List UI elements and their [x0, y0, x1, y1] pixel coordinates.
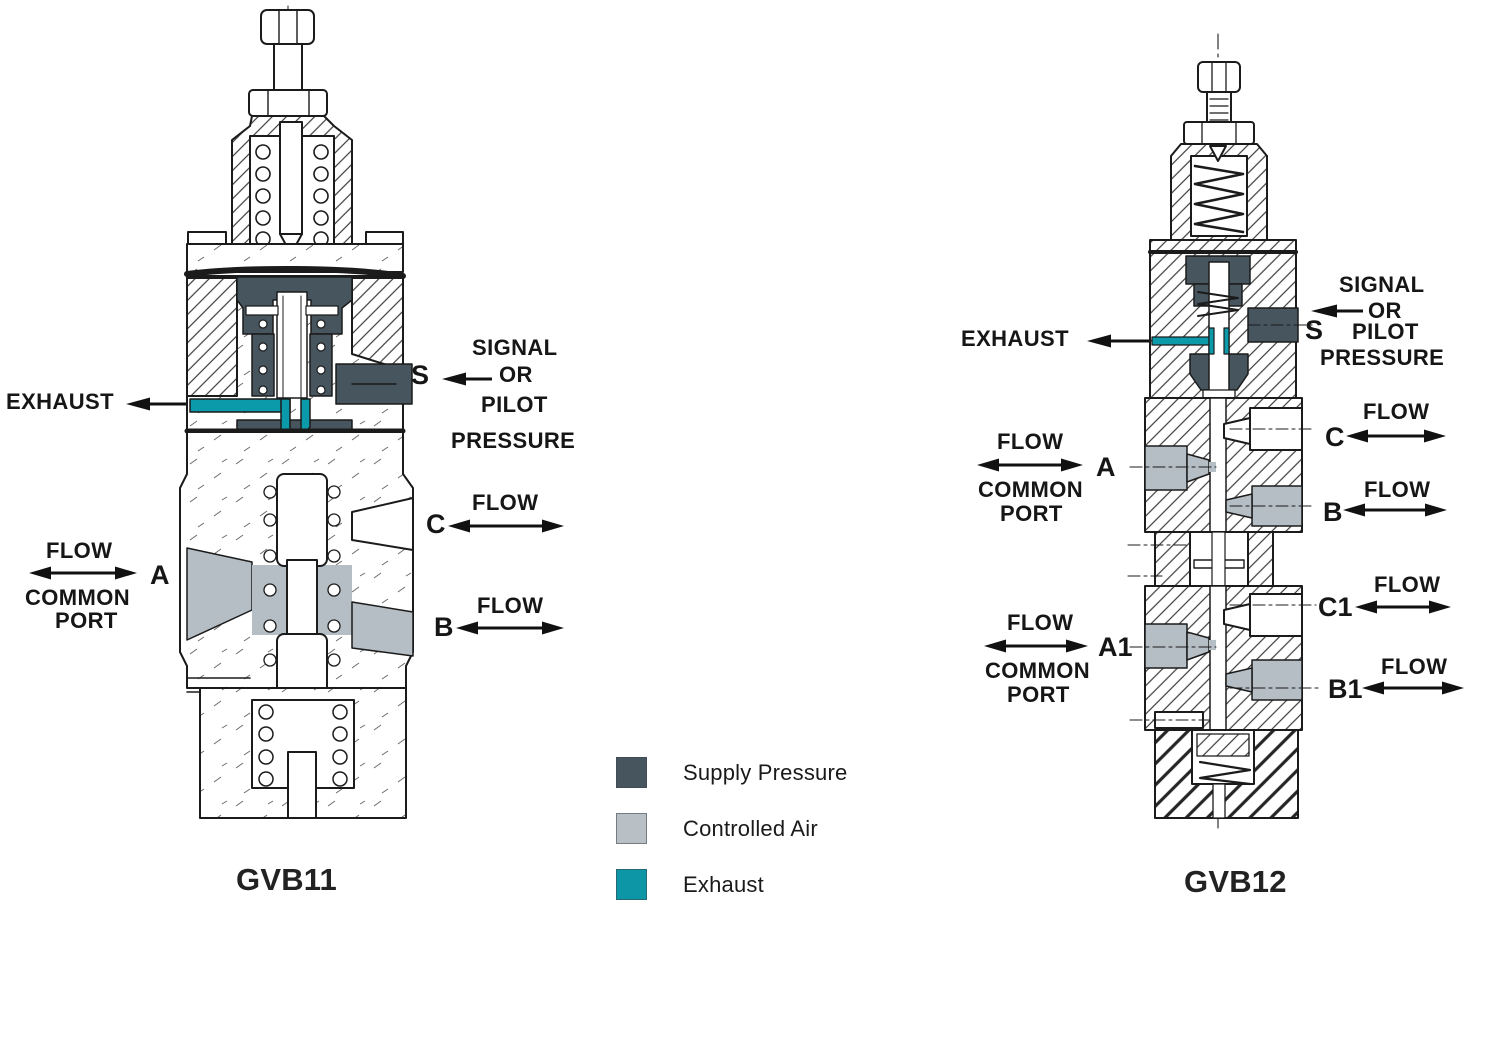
gvb12-signal-arrow	[1311, 304, 1363, 318]
gvb11-signal-arrow	[442, 372, 492, 386]
gvb11-signal-port-s: S	[411, 360, 430, 390]
exhaust-label: Exhaust	[683, 871, 764, 897]
gvb12-signal-line2: OR	[1368, 298, 1402, 323]
gvb12-exhaust-channel	[1151, 327, 1230, 355]
gvb12-drawing	[1127, 33, 1321, 829]
gvb12-port-b-letter: B	[1323, 497, 1343, 527]
gvb11-return-spring	[258, 704, 348, 787]
gvb12-common-a1-label: COMMON	[985, 658, 1091, 683]
gvb12-port-a-letter: A	[1096, 452, 1116, 482]
gvb12-title: GVB12	[1184, 864, 1287, 899]
gvb11-exhaust-channel	[189, 398, 311, 438]
gvb12-common-a-label: COMMON	[978, 477, 1084, 502]
gvb11-common-label: COMMON	[25, 585, 131, 610]
gvb11-flow-c-label: FLOW	[472, 490, 539, 515]
gvb11-exhaust-arrow	[126, 397, 186, 411]
gvb12-return-spring	[1198, 760, 1252, 786]
gvb12-signal-line3: PILOT	[1352, 319, 1419, 344]
gvb12-flow-c-label: FLOW	[1363, 399, 1430, 424]
gvb11-flow-b-label: FLOW	[477, 593, 544, 618]
gvb12-controlled-air-2	[1144, 623, 1303, 701]
legend-row-controlled-air: Controlled Air	[616, 813, 818, 844]
gvb12-common-a-port-label: PORT	[1000, 501, 1063, 526]
gvb12-port-c1-passage	[1223, 593, 1303, 637]
gvb11-adjusting-nut	[260, 9, 315, 45]
gvb12-port-b1-letter: B1	[1328, 674, 1363, 704]
gvb11-diaphragm-seam	[184, 265, 406, 279]
gvb12-port-c-letter: C	[1325, 422, 1345, 452]
gvb11-title: GVB11	[236, 862, 337, 897]
gvb12-flow-a-label: FLOW	[997, 429, 1064, 454]
gvb11-port-c-passage	[351, 497, 414, 551]
gvb12-exhaust-arrow	[1087, 334, 1149, 348]
gvb11-spool	[276, 473, 328, 697]
legend-row-supply: Supply Pressure	[616, 757, 847, 788]
gvb11-flow-a-arrow	[29, 566, 137, 580]
gvb11-signal-line1: SIGNAL	[472, 335, 558, 360]
gvb12-flow-c1-label: FLOW	[1374, 572, 1441, 597]
supply-pressure-swatch	[616, 757, 647, 788]
gvb12-main-spring	[1193, 164, 1245, 234]
gvb12-flow-b-arrow	[1343, 503, 1447, 517]
gvb11-exhaust-label: EXHAUST	[6, 389, 114, 414]
gvb12-signal-port-s: S	[1305, 315, 1324, 345]
controlled-air-swatch	[616, 813, 647, 844]
gvb12-flow-a1-label: FLOW	[1007, 610, 1074, 635]
gvb11-signal-line2: OR	[499, 362, 533, 387]
gvb11-flow-b-arrow	[456, 621, 564, 635]
gvb12-port-a1-letter: A1	[1098, 632, 1133, 662]
gvb12-exhaust-label: EXHAUST	[961, 326, 1069, 351]
controlled-air-label: Controlled Air	[683, 815, 818, 841]
gvb12-flow-a-arrow	[977, 458, 1083, 472]
gvb12-flow-c1-arrow	[1355, 600, 1451, 614]
gvb12-port-c1-letter: C1	[1318, 592, 1353, 622]
gvb12-common-a1-port-label: PORT	[1007, 682, 1070, 707]
gvb12-flow-b-label: FLOW	[1364, 477, 1431, 502]
supply-pressure-label: Supply Pressure	[683, 759, 848, 785]
gvb12-flow-b1-arrow	[1362, 681, 1464, 695]
exhaust-swatch	[616, 869, 647, 900]
gvb11-flow-a-label: FLOW	[46, 538, 113, 563]
gvb11-drawing	[179, 5, 414, 819]
gvb11-signal-line3: PILOT	[481, 392, 548, 417]
gvb12-flow-b1-label: FLOW	[1381, 654, 1448, 679]
legend-row-exhaust: Exhaust	[616, 869, 764, 900]
gvb12-adjusting-nut	[1197, 61, 1241, 93]
gvb12-signal-line4: PRESSURE	[1320, 345, 1445, 370]
gvb12-flow-a1-arrow	[984, 639, 1088, 653]
gvb11-port-b-letter: B	[434, 612, 454, 642]
gvb12-pilot-spring	[1197, 291, 1239, 317]
gvb11-signal-line4: PRESSURE	[451, 428, 576, 453]
gvb11-common-port-label: PORT	[55, 608, 118, 633]
gvb11-flow-c-arrow	[448, 519, 564, 533]
gvb11-port-a-letter: A	[150, 560, 170, 590]
gvb12-signal-line1: SIGNAL	[1339, 272, 1425, 297]
gvb11-main-spring	[255, 144, 329, 247]
gvb11-port-c-letter: C	[426, 509, 446, 539]
gvb12-flow-c-arrow	[1346, 429, 1446, 443]
